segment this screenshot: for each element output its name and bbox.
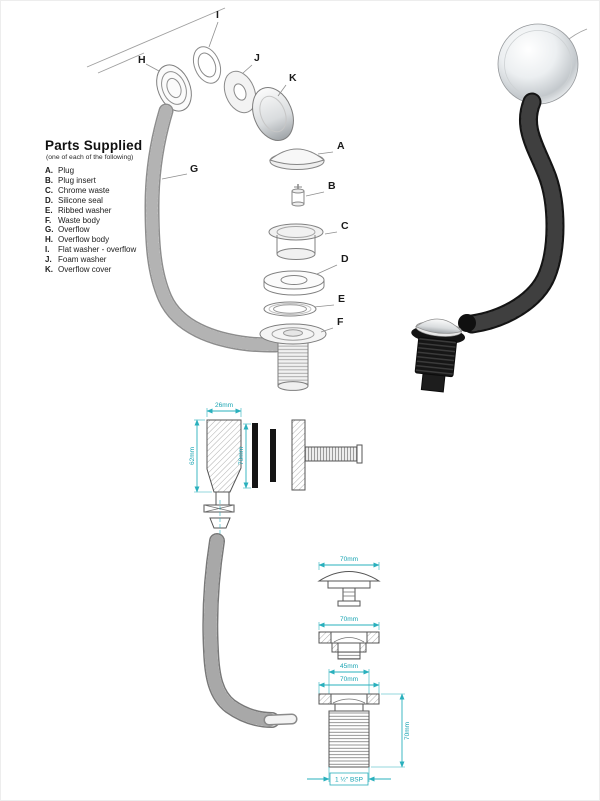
tech-drawing-plug: 70mm: [317, 556, 381, 607]
plug-stem: [342, 587, 356, 602]
part-name: Chrome waste: [58, 185, 110, 195]
tech-drawing-overflow: 26mm 62mm 70mm: [189, 402, 363, 536]
part-letter: B.: [45, 175, 53, 185]
plug-dome: [317, 571, 381, 582]
dim-thread-spec: 1 ½" BSP: [335, 776, 363, 784]
label-K: K: [289, 72, 297, 84]
label-H: H: [138, 54, 146, 66]
screw-knurled: [304, 446, 358, 462]
silicone-seal-part: [263, 270, 325, 296]
assembled-product-view: [411, 23, 588, 393]
overflow-cover-part: [252, 87, 294, 141]
part-name: Plug: [58, 166, 75, 175]
part-item: A. Plug: [45, 166, 177, 176]
part-letter: D.: [45, 195, 53, 205]
small-nut-side: [209, 517, 231, 529]
plug-base: [327, 580, 371, 589]
label-F: F: [337, 316, 344, 328]
dim-waste-body-height: 70mm: [404, 722, 411, 740]
overflow-hose-part: [144, 103, 284, 353]
dim-overflow-width: 26mm: [215, 402, 233, 409]
foam-washer-part: [223, 70, 257, 114]
part-item: H. Overflow body: [45, 235, 177, 245]
plug-insert-part: [291, 184, 305, 207]
part-name: Silicone seal: [58, 195, 103, 205]
part-name: Overflow cover: [58, 265, 112, 275]
part-letter: F.: [45, 215, 52, 225]
thread-spec-box: [329, 772, 369, 786]
overflow-cover-chrome: [497, 23, 579, 105]
overflow-body-part: [156, 64, 192, 112]
label-C: C: [341, 220, 349, 232]
part-name: Overflow: [58, 225, 90, 235]
part-letter: G.: [45, 225, 54, 235]
cover-section: [291, 419, 306, 491]
part-item: I. Flat washer - overflow: [45, 245, 177, 255]
tech-drawing-waste-flange: 70mm: [318, 616, 380, 660]
label-I: I: [216, 9, 219, 21]
dim-overflow-height-right: 70mm: [238, 447, 245, 465]
tech-drawing-waste-body: 45mm 70mm 70mm 1 ½" BSP: [307, 663, 411, 786]
part-letter: K.: [45, 265, 53, 275]
part-item: G. Overflow: [45, 225, 177, 235]
part-name: Foam washer: [58, 255, 107, 265]
hose-connector: [458, 314, 476, 332]
label-J: J: [254, 52, 260, 64]
parts-supplied-panel: Parts Supplied (one of each of the follo…: [45, 138, 177, 275]
part-item: K. Overflow cover: [45, 265, 177, 275]
edge-line: [86, 7, 226, 68]
tech-drawing-hose: [202, 533, 298, 728]
part-name: Flat washer - overflow: [58, 245, 137, 255]
part-item: F. Waste body: [45, 216, 177, 226]
washer-section-1: [252, 423, 258, 488]
screw-cap: [356, 444, 363, 464]
assembled-waste: [411, 318, 466, 393]
black-hose: [462, 92, 565, 334]
edge-line-short: [97, 52, 145, 74]
part-item: E. Ribbed washer: [45, 206, 177, 216]
plug-stem-flange: [337, 600, 361, 607]
part-letter: H.: [45, 235, 53, 245]
dim-waste-flange-width: 70mm: [340, 616, 358, 623]
part-item: B. Plug insert: [45, 176, 177, 186]
label-E: E: [338, 293, 345, 305]
parts-supplied-subtitle: (one of each of the following): [46, 154, 134, 161]
part-name: Ribbed washer: [58, 205, 112, 215]
washer-section-2: [270, 429, 276, 482]
part-letter: E.: [45, 205, 53, 215]
label-G: G: [190, 163, 198, 175]
part-letter: A.: [45, 166, 53, 175]
part-letter: J.: [45, 255, 52, 265]
dim-waste-body-width: 70mm: [340, 676, 358, 683]
part-name: Overflow body: [58, 235, 110, 245]
part-letter: C.: [45, 185, 53, 195]
dim-plug-width: 70mm: [340, 556, 358, 563]
exploded-diagram: H I J K G A B C D E F: [86, 7, 349, 391]
dim-overflow-height-left: 62mm: [189, 447, 196, 465]
flat-washer-part: [192, 46, 222, 84]
ribbed-washer-part: [263, 301, 317, 317]
part-name: Plug insert: [58, 175, 96, 185]
chrome-waste-part: [268, 223, 324, 260]
part-item: D. Silicone seal: [45, 196, 177, 206]
part-item: J. Foam washer: [45, 255, 177, 265]
leader-lines: [145, 21, 338, 333]
dim-waste-thread-width: 45mm: [340, 663, 358, 670]
threaded-body: [328, 710, 370, 768]
part-letter: I.: [45, 245, 50, 255]
overflow-section: [206, 419, 242, 493]
label-D: D: [341, 253, 349, 265]
parts-supplied-items: A. Plug B. Plug insert C. Chrome waste D…: [45, 166, 177, 275]
waste-body-part: [259, 323, 327, 391]
part-item: C. Chrome waste: [45, 186, 177, 196]
label-A: A: [337, 140, 345, 152]
part-name: Waste body: [58, 215, 100, 225]
plug-part: [268, 148, 326, 170]
parts-supplied-title: Parts Supplied: [45, 138, 143, 153]
label-B: B: [328, 180, 336, 192]
